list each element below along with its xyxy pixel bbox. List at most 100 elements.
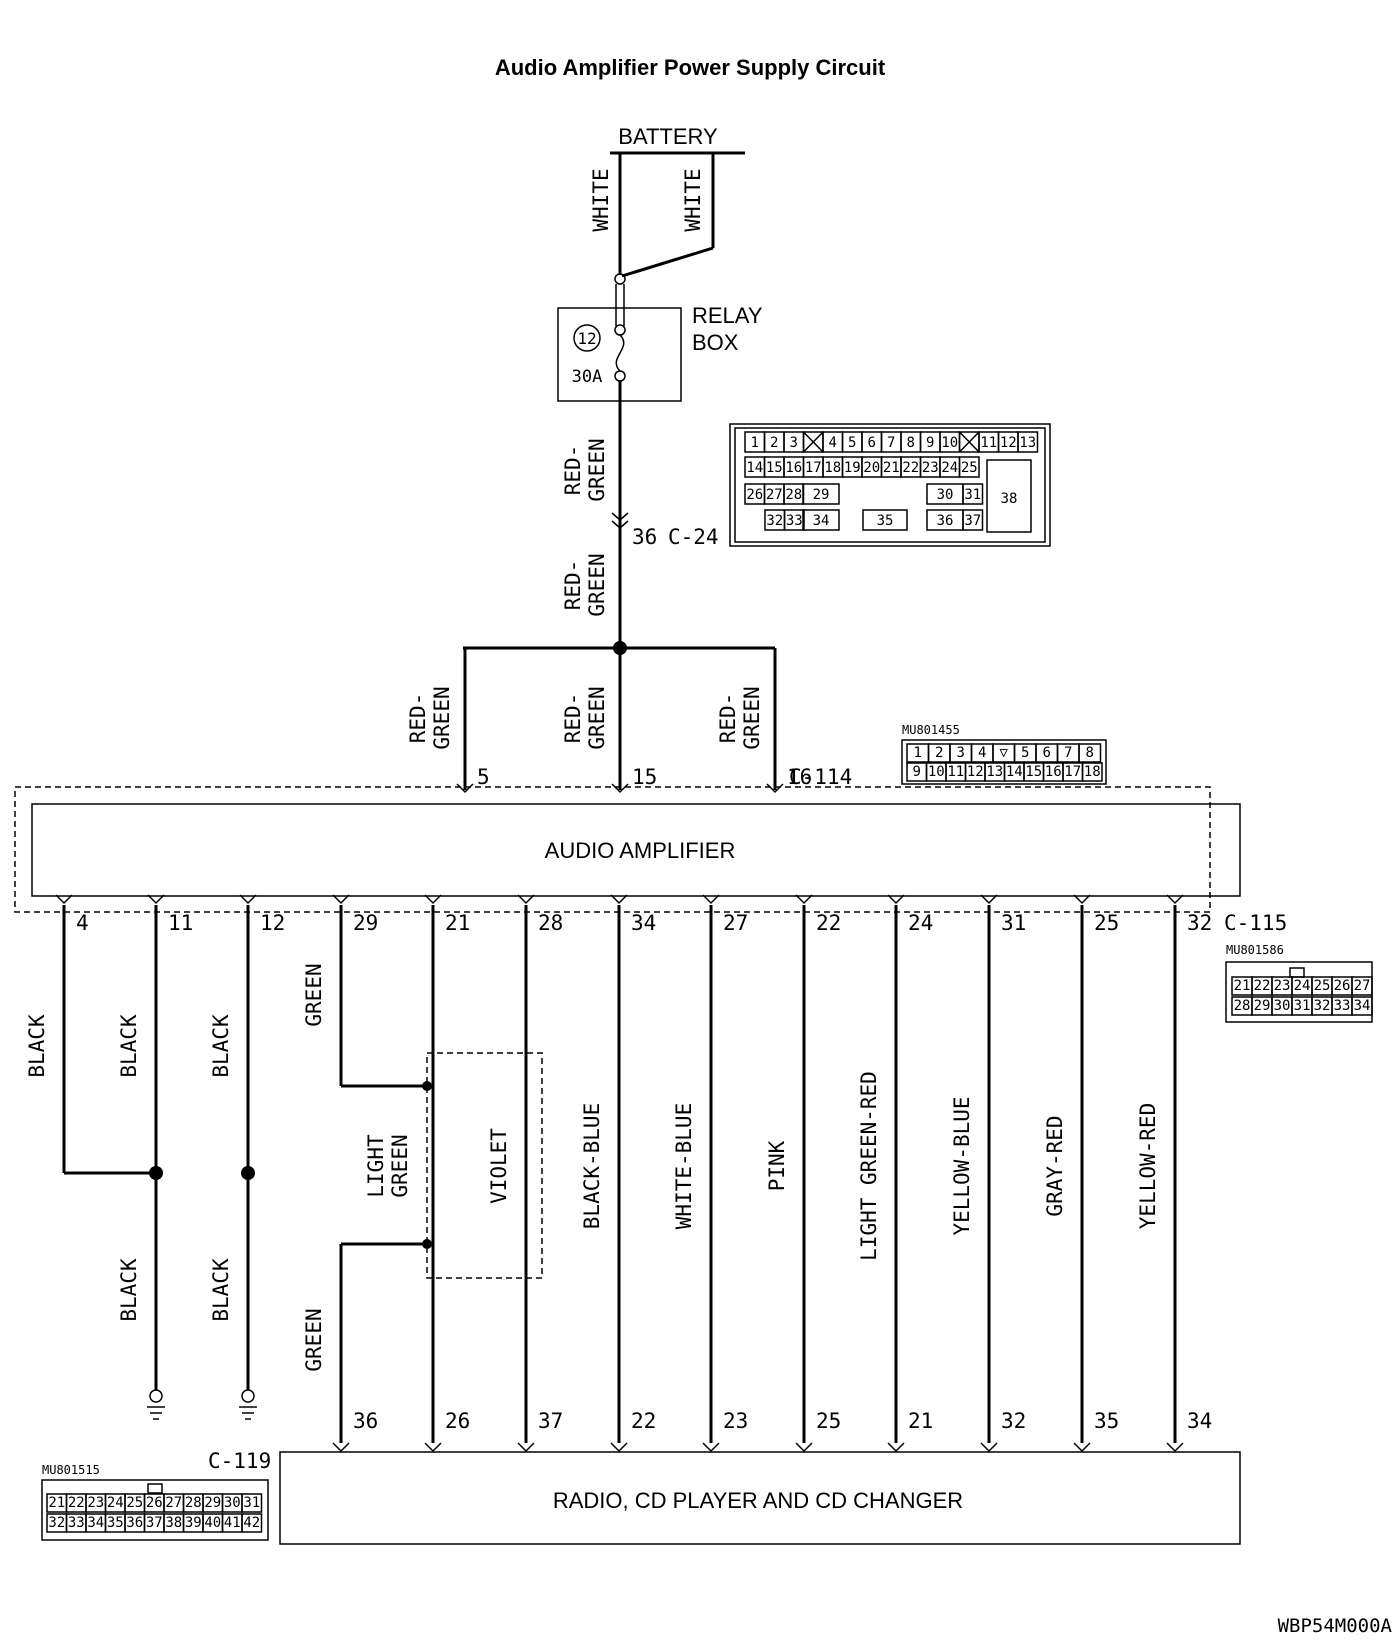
fuse-number: 12 — [577, 329, 596, 348]
amp-pin-22: 22 — [816, 911, 841, 935]
svg-text:GREEN: GREEN — [585, 686, 609, 749]
wire-label-green-lower: GREEN — [302, 1308, 326, 1371]
fuse-element-icon — [615, 334, 625, 372]
wire-label-black-lower-12: BLACK — [209, 1258, 233, 1322]
c24-pin-label: 18 — [824, 460, 841, 476]
svg-text:RED-: RED- — [406, 693, 430, 744]
amp-pin-28: 28 — [538, 911, 563, 935]
output-wires: 4BLACK11BLACKBLACK12BLACKBLACK29GREENGRE… — [25, 894, 1287, 1453]
wire-label-black-blue: BLACK-BLUE — [580, 1103, 604, 1229]
c114-name-pin16: C-114 — [789, 765, 852, 789]
amp-pin-12: 12 — [260, 911, 285, 935]
c119-pin-label: 36 — [126, 1515, 143, 1531]
battery-wires: WHITE WHITE — [589, 153, 715, 278]
radio-pin-35: 35 — [1094, 1409, 1119, 1433]
c119-pin-label: 40 — [204, 1515, 221, 1531]
c119-pin-label: 35 — [107, 1515, 124, 1531]
amp-pin-34: 34 — [631, 911, 656, 935]
c114-pin-label: 4 — [978, 745, 986, 761]
c114-pin-label: 15 — [1025, 764, 1042, 780]
c115-pin-label: 33 — [1334, 998, 1351, 1014]
c24-pin-label: 15 — [766, 460, 783, 476]
c119-pin-label: 29 — [204, 1495, 221, 1511]
wire-label-green-upper: GREEN — [302, 963, 326, 1026]
c24-pin-label: 25 — [961, 460, 978, 476]
svg-text:LIGHT: LIGHT — [364, 1134, 388, 1198]
splice-point-green-lower — [422, 1239, 432, 1249]
radio-label: RADIO, CD PLAYER AND CD CHANGER — [553, 1488, 963, 1513]
radio-pin-23: 23 — [723, 1409, 748, 1433]
c115-name: C-115 — [1224, 911, 1287, 935]
svg-text:RED-: RED- — [716, 693, 740, 744]
wire-label-black-4: BLACK — [25, 1014, 49, 1078]
c24-pin-label: 33 — [786, 513, 803, 529]
amp-pin-4: 4 — [76, 911, 89, 935]
wire-label-red-green-upper: RED- GREEN — [561, 438, 609, 501]
wire-label-input-15: RED-GREEN — [561, 686, 609, 749]
c24-pin-label: 23 — [922, 460, 939, 476]
c119-pin-label: 38 — [165, 1515, 182, 1531]
wire-label-violet: VIOLET — [487, 1128, 511, 1204]
fuse-terminal-top — [614, 273, 626, 285]
c24-pin-label: 17 — [805, 460, 822, 476]
c24-pin-label: 26 — [746, 487, 763, 503]
c119-pin-label: 37 — [146, 1515, 163, 1531]
c24-pin-label: 30 — [937, 487, 954, 503]
fuse-number-circle — [573, 324, 601, 352]
c115-pin-label: 24 — [1294, 978, 1311, 994]
c115-pin-label: 29 — [1254, 998, 1271, 1014]
wire-label-red-green-upper-line2: GREEN — [585, 438, 609, 501]
amp-pin-27: 27 — [723, 911, 748, 935]
radio-pin-26: 26 — [445, 1409, 470, 1433]
c115-cell — [1351, 976, 1373, 996]
figure-code: WBP54M000A — [1278, 1615, 1393, 1637]
c24-name: C-24 — [668, 525, 719, 549]
c24-pin-label: 37 — [964, 513, 981, 529]
c114-pin-label: 7 — [1064, 745, 1072, 761]
c119-cell — [241, 1493, 263, 1513]
c114-pin-label: 17 — [1064, 764, 1081, 780]
page-title: Audio Amplifier Power Supply Circuit — [495, 55, 886, 80]
amp-pin-24: 24 — [908, 911, 933, 935]
c119-pin-label: 33 — [68, 1515, 85, 1531]
c24-pin-label: 8 — [907, 435, 915, 451]
c24-pin-label: 28 — [785, 487, 802, 503]
c119-pin-label: 23 — [87, 1495, 104, 1511]
c119-pin-label: 41 — [224, 1515, 241, 1531]
feed-wire: RED- GREEN RED- GREEN 36 C-24 — [561, 381, 719, 645]
c119-pin-label: 27 — [165, 1495, 182, 1511]
ground-icon — [147, 1389, 165, 1420]
audio-amplifier: AUDIO AMPLIFIER — [14, 786, 1241, 913]
c115-pin-label: 28 — [1234, 998, 1251, 1014]
c114-pin-label: 8 — [1086, 745, 1094, 761]
c119-pin-label: 34 — [87, 1515, 104, 1531]
c114-pin-label: ▽ — [1000, 745, 1009, 761]
c24-pin-label: 1 — [751, 435, 759, 451]
c115-pin-label: 23 — [1274, 978, 1291, 994]
c24-cell — [862, 509, 908, 531]
svg-text:GREEN: GREEN — [585, 553, 609, 616]
relay-box-label-line2: BOX — [692, 330, 739, 355]
wire-label-black-lower-11: BLACK — [117, 1258, 141, 1322]
c24-pin-label: 35 — [877, 513, 894, 529]
radio-unit: RADIO, CD PLAYER AND CD CHANGER — [279, 1451, 1241, 1545]
c24-pin-label: 31 — [964, 487, 981, 503]
relay-box-label-line1: RELAY — [692, 303, 763, 328]
c24-big-cell — [986, 459, 1032, 533]
c24-pin: 36 — [632, 525, 657, 549]
radio-pin-34: 34 — [1187, 1409, 1212, 1433]
amp-pin-29: 29 — [353, 911, 378, 935]
c24-cell — [962, 509, 984, 531]
radio-box — [279, 1451, 1241, 1545]
c115-pin-label: 32 — [1314, 998, 1331, 1014]
